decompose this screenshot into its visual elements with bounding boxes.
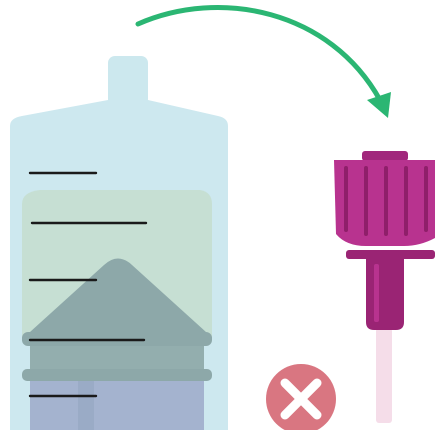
bag-neck: [108, 56, 148, 106]
bag-bottom: [30, 381, 204, 430]
connector-flange: [346, 250, 435, 259]
bag-collar-middle: [30, 346, 204, 370]
connector-stem: [366, 259, 404, 330]
bag-bottom-seam: [78, 381, 94, 430]
connector-tube: [376, 328, 392, 423]
cross-icon: [266, 364, 336, 430]
connector-cap-top: [362, 151, 408, 161]
enteral-connector-icon: [334, 151, 435, 423]
connector-stem-highlight: [374, 264, 379, 322]
feeding-bag-icon: [10, 56, 228, 430]
curved-arrow-icon: [138, 8, 391, 118]
bag-collar-lower: [22, 369, 212, 381]
